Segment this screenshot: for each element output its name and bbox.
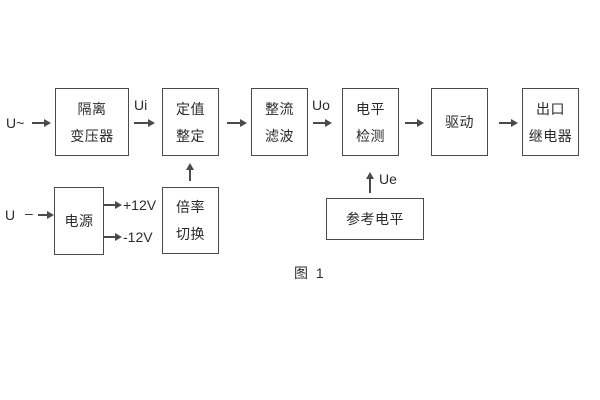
block-label: 出口 xyxy=(536,100,565,117)
figure-caption: 图 1 xyxy=(294,265,326,281)
block-level-detect: 电平 检测 xyxy=(342,88,399,156)
arrow-minus-12v-icon xyxy=(104,233,122,241)
block-drive: 驱动 xyxy=(431,88,488,156)
block-label: 检测 xyxy=(356,127,385,144)
block-label: 切换 xyxy=(176,226,205,242)
signal-label-ue: Ue xyxy=(379,171,397,187)
arrow-ue-to-level-icon xyxy=(366,172,374,193)
block-label: 整流 xyxy=(265,100,294,117)
arrow-setting-to-rectify-icon xyxy=(227,119,247,127)
signal-label-u-ac: U~ xyxy=(6,115,25,131)
dc-dash-mark: – xyxy=(25,205,33,221)
block-reference-level: 参考电平 xyxy=(326,198,424,240)
arrow-ui-icon xyxy=(134,119,155,127)
block-ratio-switch: 倍率 切换 xyxy=(162,187,219,254)
block-setting-adjust: 定值 整定 xyxy=(162,88,219,156)
arrow-drive-to-relay-icon xyxy=(499,119,518,127)
signal-label-u-dc: U xyxy=(5,207,16,223)
block-label: 整定 xyxy=(176,127,205,144)
block-label: 电源 xyxy=(64,213,94,229)
block-label: 倍率 xyxy=(176,199,205,215)
block-isolation-transformer: 隔离 变压器 xyxy=(55,88,129,156)
signal-label-plus-12v: +12V xyxy=(123,197,157,213)
arrow-level-to-drive-icon xyxy=(405,119,424,127)
signal-label-ui: Ui xyxy=(134,97,148,113)
block-label: 隔离 xyxy=(77,100,107,117)
block-label: 继电器 xyxy=(528,127,573,144)
block-label: 电平 xyxy=(356,100,385,117)
signal-label-uo: Uo xyxy=(312,97,330,113)
arrow-plus-12v-icon xyxy=(104,201,122,209)
block-label: 定值 xyxy=(176,100,205,117)
block-power-supply: 电源 xyxy=(54,187,104,255)
block-output-relay: 出口 继电器 xyxy=(522,88,579,156)
signal-label-minus-12v: -12V xyxy=(123,229,153,245)
arrow-uo-icon xyxy=(313,119,332,127)
block-label: 参考电平 xyxy=(346,211,404,227)
arrow-u-dc-input-icon xyxy=(38,211,54,219)
block-label: 驱动 xyxy=(445,114,474,130)
block-label: 变压器 xyxy=(70,127,114,144)
block-rectify-filter: 整流 滤波 xyxy=(251,88,308,156)
block-label: 滤波 xyxy=(265,127,294,144)
arrow-u-ac-input-icon xyxy=(32,119,51,127)
arrow-ratio-to-setting-icon xyxy=(186,163,194,181)
